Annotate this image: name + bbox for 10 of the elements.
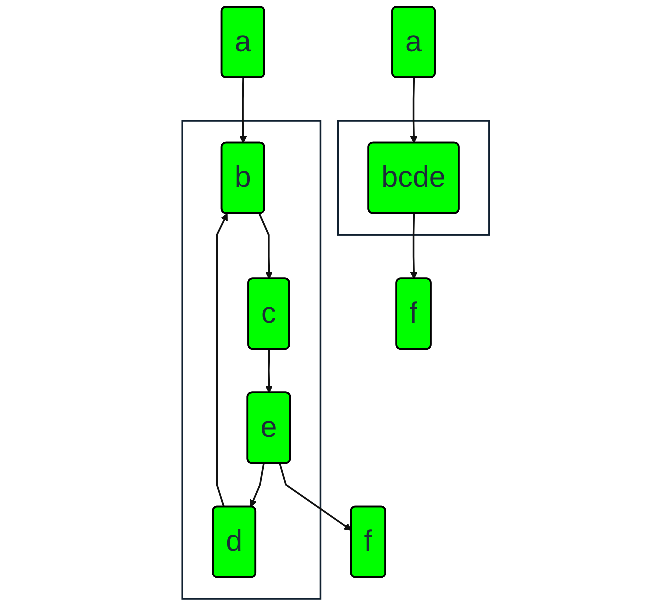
- cluster: [337, 120, 490, 236]
- arrow: [250, 464, 265, 508]
- arrow: [265, 350, 274, 394]
- arrow: [410, 214, 418, 280]
- arrow: [410, 78, 418, 144]
- arrow: [258, 213, 274, 280]
- arrow: [279, 463, 352, 531]
- cluster: [182, 120, 322, 600]
- arrow: [216, 213, 228, 508]
- arrow: [240, 78, 248, 144]
